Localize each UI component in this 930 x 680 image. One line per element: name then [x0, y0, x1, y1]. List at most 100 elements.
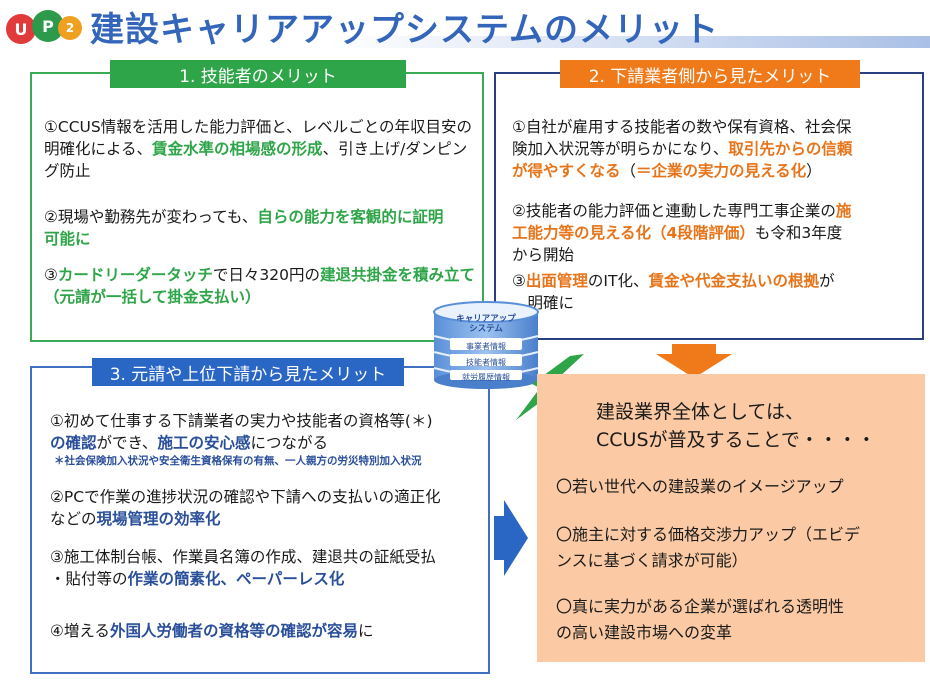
- text-segment: ①初めて仕事する下請業者の実力や技能者の資格等(＊): [50, 412, 433, 430]
- career-up-system-database-icon: キャリアアップ システム 事業者情報 技能者情報 就労履歴情報: [428, 300, 544, 390]
- text-segment: ができ、: [96, 434, 158, 452]
- highlighted-text: 外国人労働者の資格等の確認が容易: [109, 622, 358, 640]
- ccus-logo: U P 2: [6, 6, 86, 50]
- highlighted-text: の確認: [50, 434, 97, 452]
- panel4-item-3-line-2: の高い建設市場への変革: [556, 623, 733, 642]
- text-segment: から開始: [512, 246, 575, 264]
- panel-worker-merits: [30, 72, 484, 342]
- panel-prime-contractor-merits-title: 3. 元請や上位下請から見たメリット: [92, 358, 404, 386]
- database-cylinder-icon: [433, 301, 539, 389]
- text-line: ④増える外国人労働者の資格等の確認が容易に: [50, 620, 488, 642]
- highlighted-text: ＝企業の実力の見える化: [636, 162, 807, 180]
- panel4-item-2: 〇施主に対する価格交渉力アップ（エビデ ンスに基づく請求が可能）: [556, 522, 922, 574]
- database-caption-line-2: システム: [469, 324, 503, 334]
- panel3-item-3: ③施工体制台帳、作業員名簿の作成、建退共の証紙受払・貼付等の作業の簡素化、ペーパ…: [50, 546, 488, 590]
- text-line: 可能に: [44, 228, 480, 250]
- text-line: ②技能者の能力評価と連動した専門工事企業の施: [512, 200, 922, 222]
- text-line: （元請が一括して掛金支払い）: [44, 286, 480, 308]
- highlighted-text: 可能に: [44, 230, 91, 248]
- text-line: ①初めて仕事する下請業者の実力や技能者の資格等(＊): [50, 410, 488, 432]
- panel-subcontractor-merits-title: 2. 下請業者側から見たメリット: [560, 60, 860, 88]
- highlighted-text: 賃金水準の相場感の形成: [152, 140, 323, 158]
- panel4-item-2-line-1: 〇施主に対する価格交渉力アップ（エビデ: [556, 525, 861, 544]
- text-line: ②PCで作業の進捗状況の確認や下請への支払いの適正化: [50, 486, 488, 508]
- text-segment: ・貼付等の: [50, 570, 128, 588]
- text-line: ③出面管理のIT化、賃金や代金支払いの根拠が: [512, 270, 922, 292]
- panel1-item-1: ①CCUS情報を活用した能力評価と、レベルごとの年収目安の明確化による、賃金水準…: [44, 116, 480, 182]
- panel4-item-2-line-2: ンスに基づく請求が可能）: [556, 551, 748, 570]
- highlighted-text: 施工の安心感: [157, 434, 251, 452]
- text-segment: ②PCで作業の進捗状況の確認や下請への支払いの適正化: [50, 488, 441, 506]
- panel4-item-1: 〇若い世代への建設業のイメージアップ: [556, 474, 922, 500]
- text-segment: ③: [44, 266, 58, 284]
- panel4-heading-line-2: CCUSが普及することで・・・・: [596, 429, 876, 451]
- highlighted-text: 取引先からの信頼: [728, 140, 853, 158]
- title-underline-bar: [330, 36, 930, 48]
- database-row-worker-info: 技能者情報: [466, 358, 506, 367]
- text-segment: につながる: [250, 434, 328, 452]
- text-segment: も令和3年度: [754, 224, 843, 242]
- highlighted-text: 出面管理: [525, 272, 588, 290]
- panel-industry-wide-benefits: [537, 374, 925, 662]
- highlighted-text: が得やすくなる: [512, 162, 621, 180]
- panel4-item-1-line-1: 〇若い世代への建設業のイメージアップ: [556, 477, 844, 496]
- text-line: が得やすくなる（＝企業の実力の見える化）: [512, 160, 922, 182]
- text-segment: などの: [50, 510, 97, 528]
- arrow-right-icon: [494, 500, 528, 576]
- panel2-item-2: ②技能者の能力評価と連動した専門工事企業の施工能力等の見える化（4段階評価）も令…: [512, 200, 922, 266]
- panel4-item-3-line-1: 〇真に実力がある企業が選ばれる透明性: [556, 597, 845, 616]
- text-line: 明確に: [512, 292, 922, 314]
- text-segment: 、引き上げ/ダンピン: [322, 140, 468, 158]
- panel4-item-3: 〇真に実力がある企業が選ばれる透明性 の高い建設市場への変革: [556, 594, 922, 646]
- text-line: の確認ができ、施工の安心感につながる: [50, 432, 488, 454]
- panel-subcontractor-merits: [494, 72, 924, 340]
- highlighted-text: 現場管理の効率化: [96, 510, 221, 528]
- text-line: 明確化による、賃金水準の相場感の形成、引き上げ/ダンピン: [44, 138, 480, 160]
- text-segment: ②技能者の能力評価と連動した専門工事企業の: [512, 202, 836, 220]
- text-segment: グ防止: [44, 162, 91, 180]
- highlighted-text: カードリーダータッチ: [57, 266, 213, 284]
- text-line: ①CCUS情報を活用した能力評価と、レベルごとの年収目安の: [44, 116, 480, 138]
- highlighted-text: 自らの能力を客観的に証明: [257, 208, 444, 226]
- highlighted-text: 作業の簡素化、ペーパーレス化: [127, 570, 345, 588]
- text-segment: ①CCUS情報を活用した能力評価と、レベルごとの年収目安の: [44, 118, 472, 136]
- panel3-item-4: ④増える外国人労働者の資格等の確認が容易に: [50, 620, 488, 642]
- database-caption-line-1: キャリアアップ: [456, 314, 516, 324]
- text-segment: ②現場や勤務先が変わっても、: [44, 208, 258, 226]
- database-row-work-history-info: 就労履歴情報: [462, 373, 510, 382]
- text-line: ・貼付等の作業の簡素化、ペーパーレス化: [50, 568, 488, 590]
- text-line: ③施工体制台帳、作業員名簿の作成、建退共の証紙受払: [50, 546, 488, 568]
- text-segment: ①自社が雇用する技能者の数や保有資格、社会保: [512, 118, 852, 136]
- text-segment: （: [620, 162, 637, 180]
- highlighted-text: （元請が一括して掛金支払い）: [44, 288, 261, 306]
- highlighted-text: 工能力等の見える化（4段階評価）: [512, 224, 755, 242]
- highlighted-text: 賃金や代金支払いの根拠: [648, 272, 819, 290]
- text-line: ②現場や勤務先が変わっても、自らの能力を客観的に証明: [44, 206, 480, 228]
- panel2-item-3: ③出面管理のIT化、賃金や代金支払いの根拠が 明確に: [512, 270, 922, 314]
- text-segment: ③: [512, 272, 526, 290]
- panel4-heading-line-1: 建設業界全体としては、: [596, 401, 805, 423]
- database-rows: 事業者情報 技能者情報 就労履歴情報: [442, 340, 530, 386]
- text-segment: 険加入状況等が明らかになり、: [512, 140, 729, 158]
- panel1-item-3: ③カードリーダータッチで日々320円の建退共掛金を積み立て （元請が一括して掛金支…: [44, 264, 480, 308]
- text-segment: ③施工体制台帳、作業員名簿の作成、建退共の証紙受払: [50, 548, 436, 566]
- panel3-item-1: ①初めて仕事する下請業者の実力や技能者の資格等(＊) の確認ができ、施工の安心感に…: [50, 410, 488, 454]
- highlighted-text: 施: [835, 202, 852, 220]
- text-line: から開始: [512, 244, 922, 266]
- text-line: などの現場管理の効率化: [50, 508, 488, 530]
- text-segment: に: [357, 622, 374, 640]
- panel-worker-merits-title: 1. 技能者のメリット: [110, 60, 406, 88]
- highlighted-text: 建退共掛金を積み立て: [320, 266, 476, 284]
- panel2-item-1: ①自社が雇用する技能者の数や保有資格、社会保険加入状況等が明らかになり、取引先か…: [512, 116, 922, 182]
- text-line: グ防止: [44, 160, 480, 182]
- database-row-business-info: 事業者情報: [466, 342, 506, 351]
- panel3-item-2: ②PCで作業の進捗状況の確認や下請への支払いの適正化などの現場管理の効率化: [50, 486, 488, 530]
- text-segment: ）: [806, 162, 822, 180]
- text-line: ①自社が雇用する技能者の数や保有資格、社会保: [512, 116, 922, 138]
- text-line: ③カードリーダータッチで日々320円の建退共掛金を積み立て: [44, 264, 480, 286]
- panel3-item-1-note: ＊社会保険加入状況や安全衛生資格保有の有無、一人親方の労災特別加入状況: [54, 455, 422, 467]
- logo-letter-u: U: [6, 14, 36, 44]
- page-title: 建設キャリアアップシステムのメリット: [90, 10, 719, 50]
- text-line: 工能力等の見える化（4段階評価）も令和3年度: [512, 222, 922, 244]
- text-segment: ④増える: [50, 622, 110, 640]
